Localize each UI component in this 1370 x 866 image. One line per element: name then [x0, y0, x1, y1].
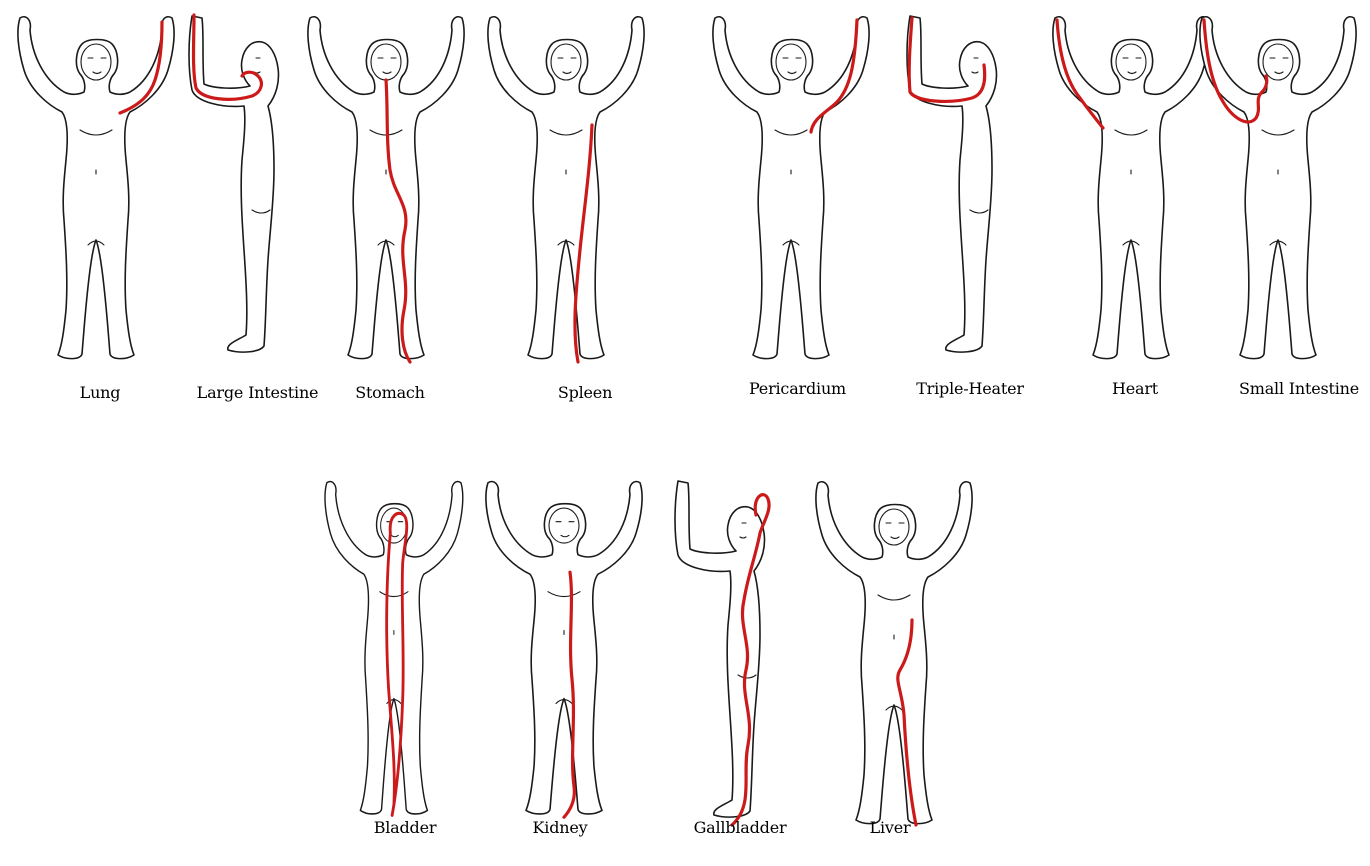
label-heart: Heart: [1100, 379, 1170, 398]
figure-gallbladder: [668, 475, 788, 835]
figure-liver: [808, 475, 978, 835]
body-back-drawing: [1192, 10, 1362, 370]
body-side-drawing: [900, 10, 1020, 370]
body-front-drawing: [480, 10, 650, 370]
figure-large-intestine: [182, 10, 302, 370]
label-liver: Liver: [845, 818, 935, 837]
body-front-drawing: [10, 10, 180, 370]
figure-triple-heater: [900, 10, 1020, 370]
figure-heart: [1045, 10, 1215, 370]
figure-kidney: [478, 475, 648, 825]
body-front-drawing: [1045, 10, 1215, 370]
body-front-drawing: [705, 10, 875, 370]
body-side-drawing: [668, 475, 788, 835]
body-front-drawing: [300, 10, 470, 370]
label-small-intestine: Small Intestine: [1228, 379, 1370, 398]
body-front-drawing: [478, 475, 648, 825]
figure-bladder: [318, 475, 468, 825]
body-side-drawing: [182, 10, 302, 370]
label-kidney: Kidney: [515, 818, 605, 837]
label-spleen: Spleen: [530, 383, 640, 402]
label-gallbladder: Gallbladder: [675, 818, 805, 837]
figure-lung: [10, 10, 180, 370]
figure-small-intestine: [1192, 10, 1362, 370]
label-lung: Lung: [40, 383, 160, 402]
figure-spleen: [480, 10, 650, 370]
figure-pericardium: [705, 10, 875, 370]
body-front-drawing: [808, 475, 978, 835]
label-large-intestine: Large Intestine: [185, 383, 330, 402]
label-pericardium: Pericardium: [735, 379, 860, 398]
body-side-drawing: [318, 475, 468, 825]
figure-stomach: [300, 10, 470, 370]
label-stomach: Stomach: [335, 383, 445, 402]
label-bladder: Bladder: [355, 818, 455, 837]
label-triple-heater: Triple-Heater: [900, 379, 1040, 398]
